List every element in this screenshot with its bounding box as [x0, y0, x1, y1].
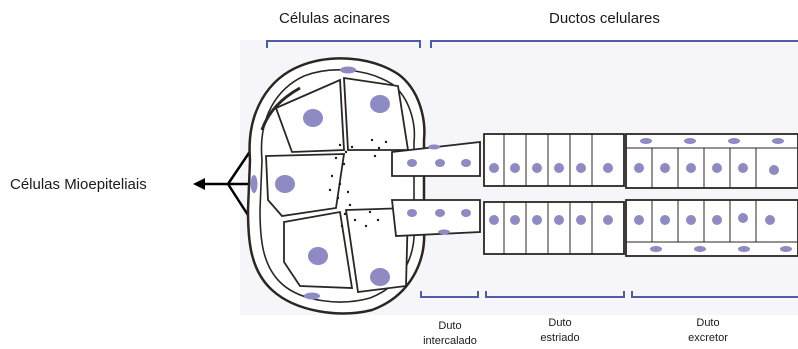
- acinus: [248, 58, 424, 313]
- striated-label-line1: Duto: [530, 316, 590, 331]
- excretory-label-line2: excretor: [678, 331, 738, 346]
- excretory-label: Duto excretor: [678, 316, 738, 346]
- acinar-label: Células acinares: [279, 10, 390, 27]
- intercalated-label-line1: Duto: [416, 319, 484, 334]
- striated-label: Duto estriado: [530, 316, 590, 346]
- ducts-label: Ductos celulares: [549, 10, 660, 27]
- myoepithelial-label: Células Mioepiteliais: [10, 176, 147, 193]
- excretory-label-line1: Duto: [678, 316, 738, 331]
- striated-label-line2: estriado: [530, 331, 590, 346]
- arrow-head: [193, 178, 205, 190]
- intercalated-label-line2: intercalado: [416, 334, 484, 349]
- intercalated-label: Duto intercalado: [416, 319, 484, 349]
